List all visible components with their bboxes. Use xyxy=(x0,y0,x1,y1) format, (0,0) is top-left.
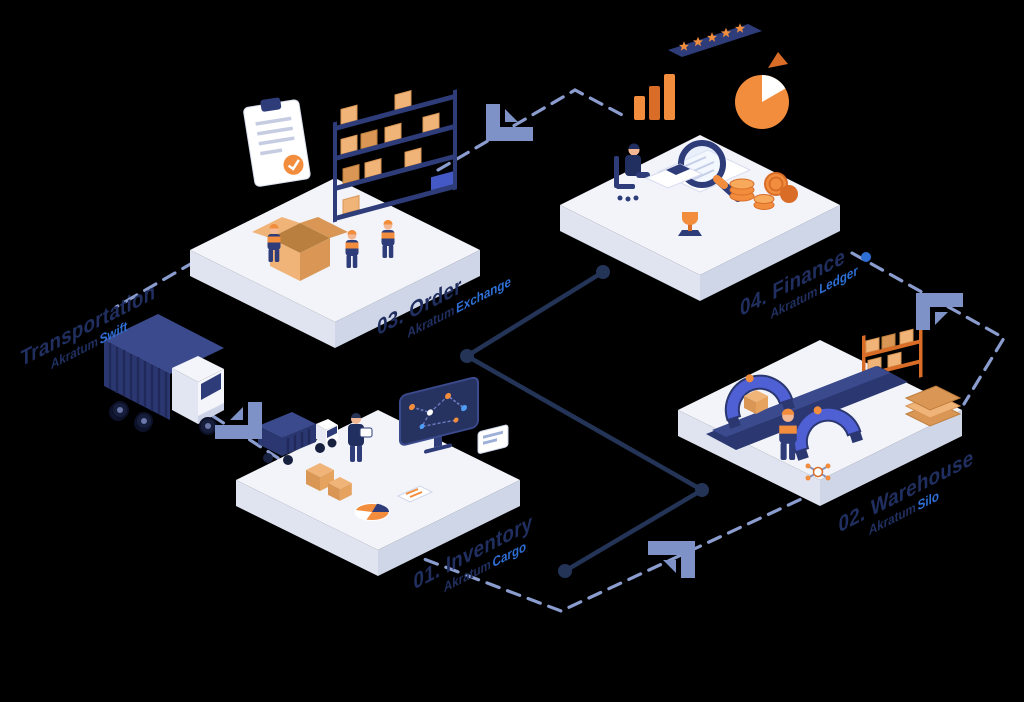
drone xyxy=(805,463,831,481)
pallet-stack xyxy=(904,385,962,427)
platform-warehouse xyxy=(678,320,962,506)
floor-clipboard xyxy=(396,485,434,503)
coins xyxy=(729,172,798,210)
map-screen xyxy=(399,376,479,454)
star-rating xyxy=(668,23,762,57)
truck xyxy=(104,314,224,435)
storage-rack xyxy=(862,320,923,392)
trophy xyxy=(678,212,702,236)
pie-chart xyxy=(735,52,789,129)
mini-truck xyxy=(258,412,338,465)
analyst-at-desk xyxy=(614,143,704,202)
platform-finance xyxy=(560,23,840,301)
shelf-rack xyxy=(333,89,457,223)
bar-chart xyxy=(634,74,675,120)
floor-pie-chart xyxy=(354,503,390,521)
route-arrow-top xyxy=(486,104,533,141)
truck-cab xyxy=(172,356,224,424)
carton-boxes xyxy=(306,463,352,501)
solid-route xyxy=(460,265,709,578)
scanned-box xyxy=(744,390,768,414)
side-monitor xyxy=(477,424,509,454)
inventory-manager xyxy=(348,413,373,462)
route-node-dot xyxy=(861,252,871,262)
conveyor-track xyxy=(706,366,908,450)
scanner-arch-2 xyxy=(792,406,863,461)
scanner-arch-1 xyxy=(724,374,795,429)
checklist-clipboard xyxy=(243,97,311,187)
platform-order xyxy=(190,89,480,348)
platform-inventory xyxy=(236,376,520,576)
